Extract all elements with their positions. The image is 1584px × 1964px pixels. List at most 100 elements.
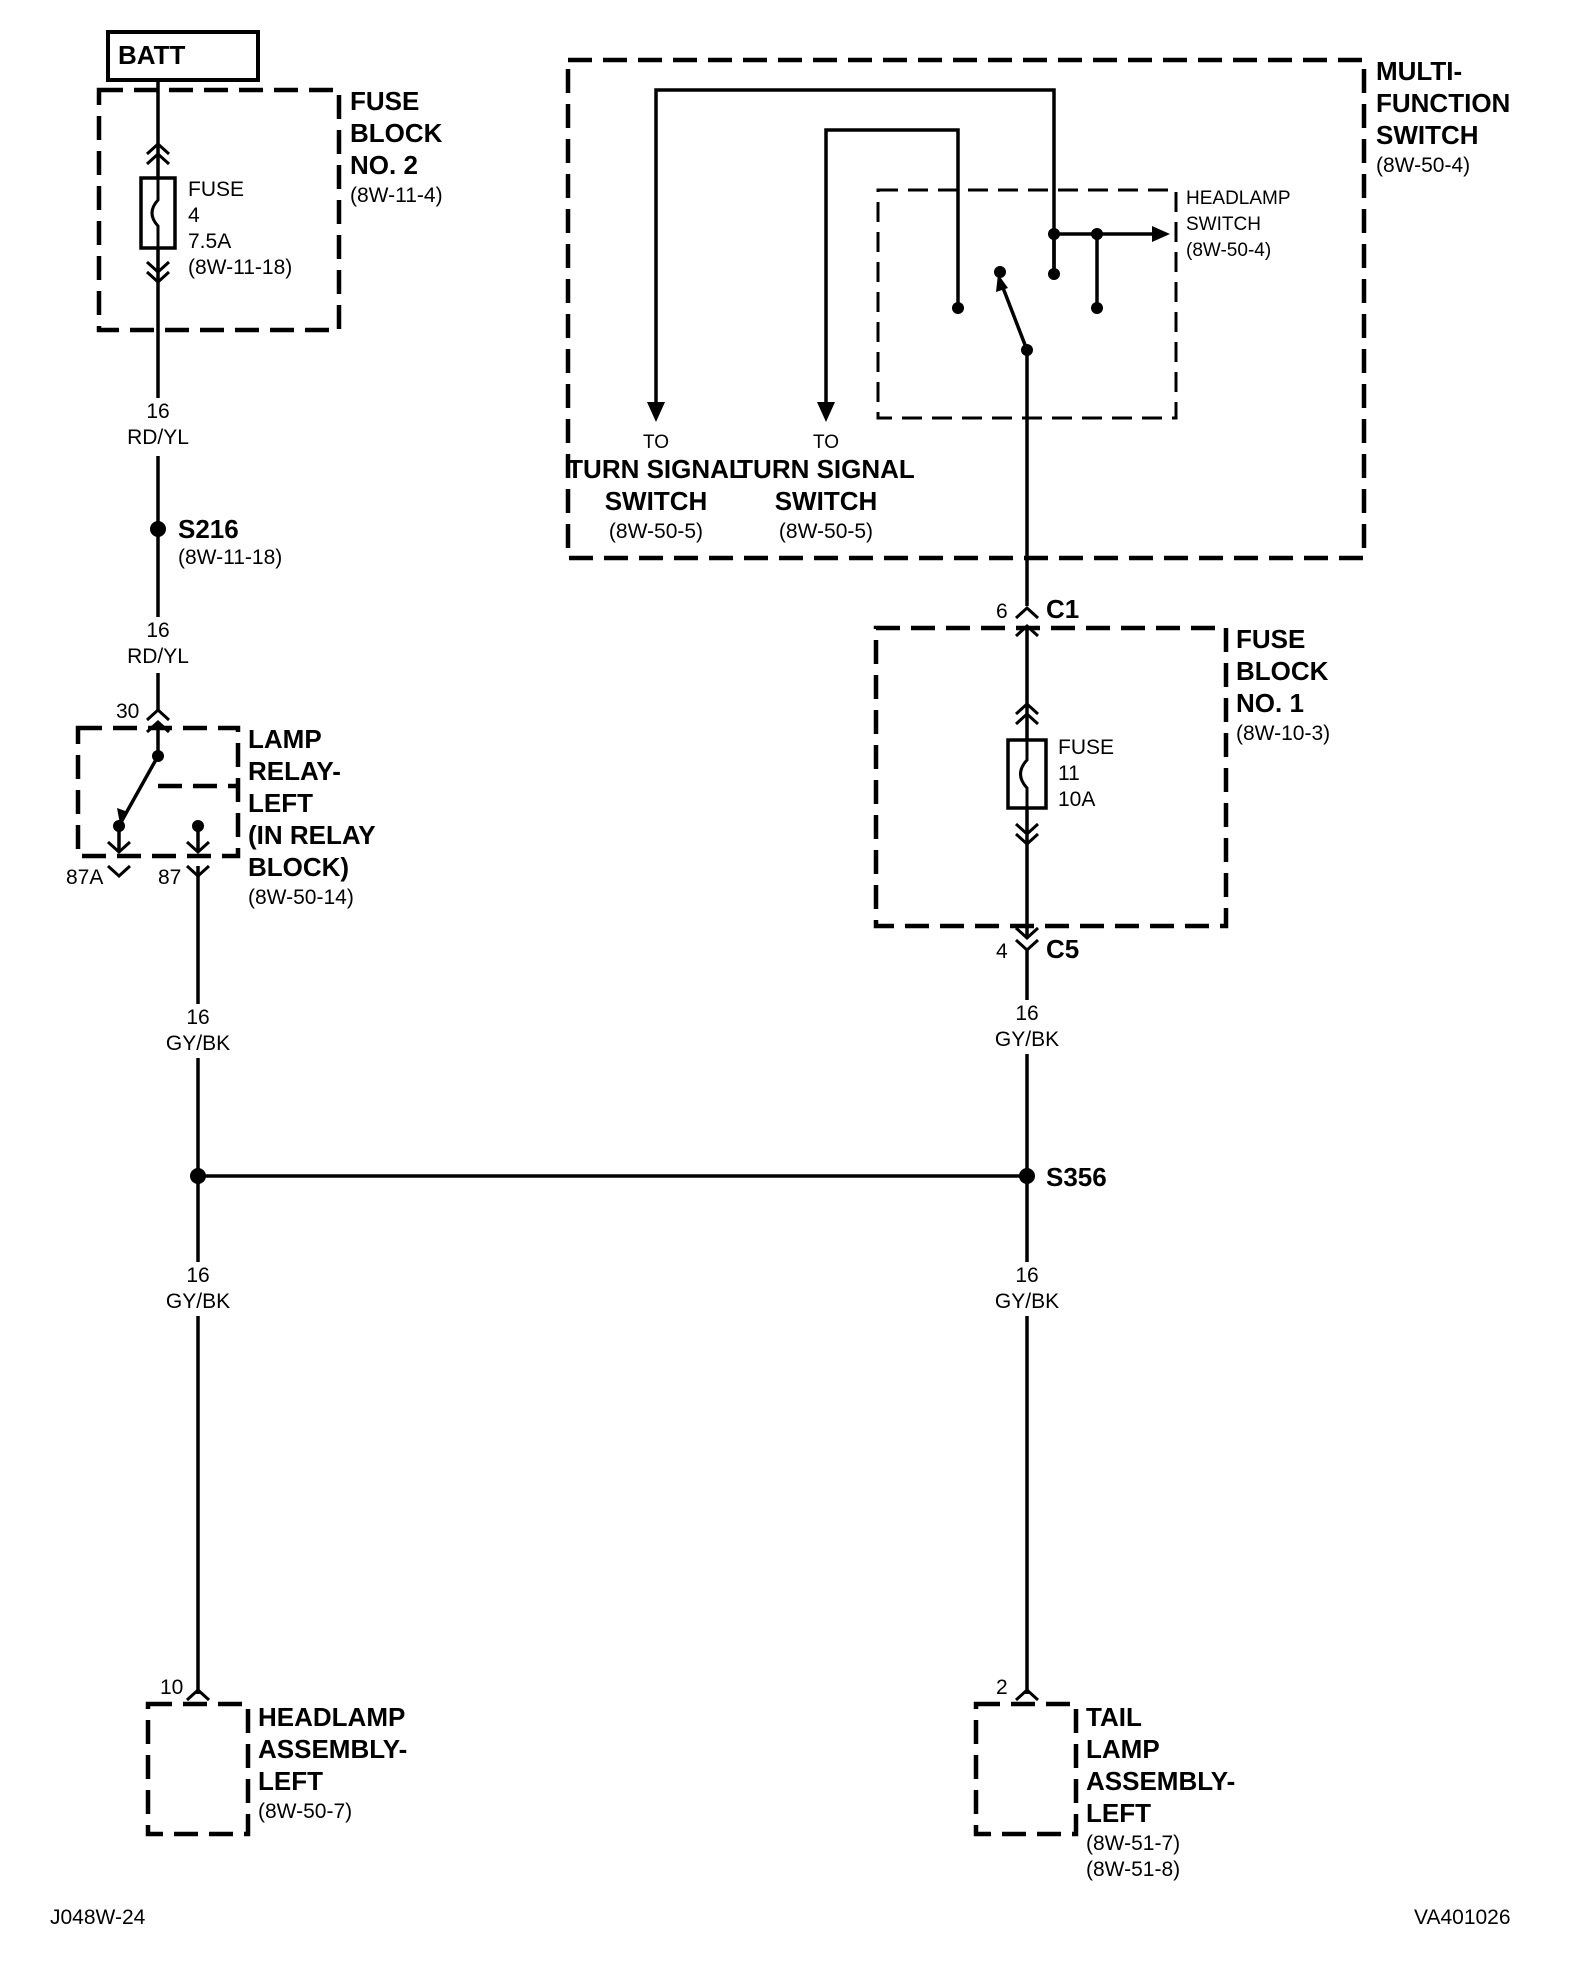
relay-pin-87a: 87A xyxy=(66,866,103,889)
svg-text:(8W-11-4): (8W-11-4) xyxy=(350,184,443,207)
svg-text:10A: 10A xyxy=(1058,788,1095,811)
fuse-block-1-label: FUSE BLOCK NO. 1 (8W-10-3) xyxy=(1236,624,1330,745)
switch-contact-turn2 xyxy=(952,302,964,314)
svg-text:LEFT: LEFT xyxy=(248,788,313,818)
svg-text:GY/BK: GY/BK xyxy=(995,1290,1059,1313)
fuse-11-element xyxy=(1019,740,1029,808)
svg-text:LEFT: LEFT xyxy=(258,1766,323,1796)
svg-text:TURN SIGNAL: TURN SIGNAL xyxy=(567,454,745,484)
svg-text:16: 16 xyxy=(1015,1264,1038,1287)
switch-arm-arrow xyxy=(996,274,1008,292)
footer-left-code: J048W-24 xyxy=(50,1906,146,1929)
svg-text:TO: TO xyxy=(813,432,839,453)
relay-arm-arrow xyxy=(117,808,128,824)
switch-output-arrow xyxy=(1152,226,1170,242)
turn-signal-1-label: TO TURN SIGNAL SWITCH (8W-50-5) xyxy=(567,432,745,543)
splice-s216-ref: (8W-11-18) xyxy=(178,546,282,569)
svg-text:ASSEMBLY-: ASSEMBLY- xyxy=(258,1734,407,1764)
connector-c5-pin: 4 xyxy=(996,940,1008,963)
fuse-4-label: FUSE 4 7.5A (8W-11-18) xyxy=(188,178,292,279)
splice-s216-dot xyxy=(150,521,166,537)
headlamp-assembly-label: HEADLAMP ASSEMBLY- LEFT (8W-50-7) xyxy=(258,1702,407,1823)
svg-text:11: 11 xyxy=(1058,762,1080,785)
connector-fuse11-top xyxy=(1014,701,1040,726)
fuse-4-element xyxy=(150,178,160,248)
svg-text:TO: TO xyxy=(643,432,669,453)
svg-text:16: 16 xyxy=(146,619,169,642)
tail-lamp-connector xyxy=(1014,1687,1040,1702)
connector-c1-label: C1 xyxy=(1046,594,1079,624)
headlamp-assembly-pin: 10 xyxy=(160,1676,183,1699)
tail-lamp-pin: 2 xyxy=(996,1676,1008,1699)
svg-text:SWITCH: SWITCH xyxy=(1186,214,1261,235)
turn-signal-2-label: TO TURN SIGNAL SWITCH (8W-50-5) xyxy=(737,432,915,543)
svg-text:(8W-50-5): (8W-50-5) xyxy=(609,520,703,543)
svg-text:SWITCH: SWITCH xyxy=(1376,120,1479,150)
svg-text:(8W-50-14): (8W-50-14) xyxy=(248,886,354,909)
connector-c5-label: C5 xyxy=(1046,934,1079,964)
turn-signal-2-arrow xyxy=(817,402,835,422)
svg-text:LAMP: LAMP xyxy=(1086,1734,1160,1764)
switch-arm xyxy=(998,279,1029,351)
tail-lamp-label: TAIL LAMP ASSEMBLY- LEFT (8W-51-7) (8W-5… xyxy=(1086,1702,1235,1881)
fuse-block-2-label: FUSE BLOCK NO. 2 (8W-11-4) xyxy=(350,86,443,207)
svg-text:BLOCK: BLOCK xyxy=(1236,656,1329,686)
svg-text:NO. 1: NO. 1 xyxy=(1236,688,1304,718)
svg-text:GY/BK: GY/BK xyxy=(166,1032,230,1055)
wire-gybk-c5-label: 16 GY/BK xyxy=(995,1000,1059,1054)
batt-label: BATT xyxy=(118,40,186,70)
mfs-label: MULTI- FUNCTION SWITCH (8W-50-4) xyxy=(1376,56,1510,177)
wire-rdyl-2-label: 16 RD/YL xyxy=(127,617,189,671)
svg-text:LAMP: LAMP xyxy=(248,724,322,754)
svg-text:(8W-50-4): (8W-50-4) xyxy=(1186,240,1271,261)
wire-turn-signal-2 xyxy=(824,128,960,408)
wire-gybk-left-lower-label: 16 GY/BK xyxy=(166,1262,230,1316)
splice-s356-label: S356 xyxy=(1046,1162,1107,1192)
svg-text:SWITCH: SWITCH xyxy=(775,486,878,516)
svg-text:(8W-51-8): (8W-51-8) xyxy=(1086,1858,1180,1881)
svg-text:FUSE: FUSE xyxy=(350,86,419,116)
relay-pin-87: 87 xyxy=(158,866,181,889)
fuse-block-1-outline xyxy=(873,625,1229,929)
headlamp-switch-label: HEADLAMP SWITCH (8W-50-4) xyxy=(1186,188,1291,261)
wire-turn-signal-1 xyxy=(654,88,1056,408)
svg-text:16: 16 xyxy=(186,1264,209,1287)
relay-pin-30: 30 xyxy=(116,700,139,723)
connector-c1-pin: 6 xyxy=(996,600,1008,623)
svg-text:(8W-50-4): (8W-50-4) xyxy=(1376,154,1470,177)
connector-fuse4-top xyxy=(145,141,171,166)
fuse-block-2-outline xyxy=(96,87,342,333)
svg-text:FUSE: FUSE xyxy=(188,178,244,201)
svg-text:GY/BK: GY/BK xyxy=(166,1290,230,1313)
svg-text:(8W-50-5): (8W-50-5) xyxy=(779,520,873,543)
svg-text:TAIL: TAIL xyxy=(1086,1702,1142,1732)
svg-text:FUSE: FUSE xyxy=(1058,736,1114,759)
svg-text:RELAY-: RELAY- xyxy=(248,756,341,786)
svg-text:BLOCK: BLOCK xyxy=(350,118,443,148)
svg-text:GY/BK: GY/BK xyxy=(995,1028,1059,1051)
turn-signal-1-arrow xyxy=(647,402,665,422)
svg-text:16: 16 xyxy=(146,400,169,423)
svg-text:RD/YL: RD/YL xyxy=(127,426,189,449)
svg-text:(8W-50-7): (8W-50-7) xyxy=(258,1800,352,1823)
svg-text:TURN SIGNAL: TURN SIGNAL xyxy=(737,454,915,484)
svg-text:RD/YL: RD/YL xyxy=(127,645,189,668)
svg-text:16: 16 xyxy=(1015,1002,1038,1025)
batt-box xyxy=(106,30,260,82)
svg-text:FUNCTION: FUNCTION xyxy=(1376,88,1510,118)
svg-text:4: 4 xyxy=(188,204,200,227)
svg-text:(IN RELAY: (IN RELAY xyxy=(248,820,376,850)
svg-text:HEADLAMP: HEADLAMP xyxy=(258,1702,405,1732)
lamp-relay-label: LAMP RELAY- LEFT (IN RELAY BLOCK) (8W-50… xyxy=(248,724,376,909)
tail-lamp-outline xyxy=(973,1701,1079,1837)
relay-connector-87a xyxy=(106,840,132,879)
svg-text:16: 16 xyxy=(186,1006,209,1029)
svg-text:BLOCK): BLOCK) xyxy=(248,852,349,882)
mfs-outline xyxy=(565,57,1367,561)
wire-gybk-relay-label: 16 GY/BK xyxy=(166,1004,230,1058)
svg-text:(8W-51-7): (8W-51-7) xyxy=(1086,1832,1180,1855)
svg-text:LEFT: LEFT xyxy=(1086,1798,1151,1828)
wire-gybk-right-lower-label: 16 GY/BK xyxy=(995,1262,1059,1316)
svg-text:7.5A: 7.5A xyxy=(188,230,231,253)
